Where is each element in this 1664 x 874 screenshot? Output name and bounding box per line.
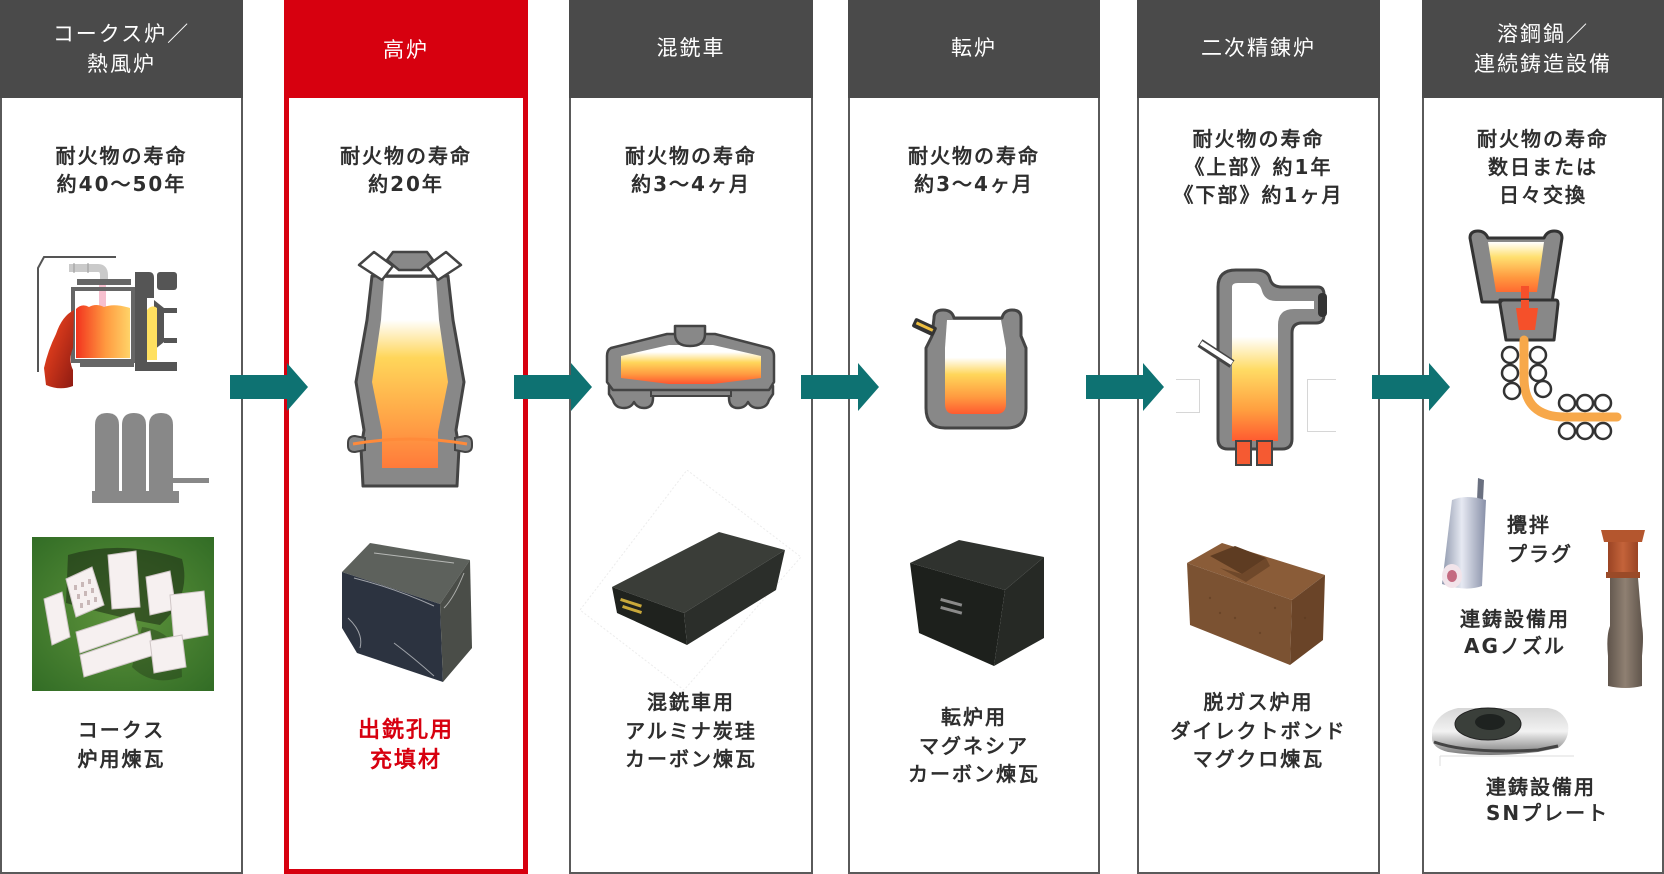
ladle-continuous-caster-icon xyxy=(1460,228,1625,444)
refractory-lifespan: 耐火物の寿命 約40～50年 xyxy=(0,142,243,198)
arrow-right-icon xyxy=(801,363,879,415)
product-label-line: 連鋳設備用 xyxy=(1460,607,1570,631)
product-label: 脱ガス炉用 ダイレクトボンド マグクロ煉瓦 xyxy=(1137,688,1380,774)
product-label-line: ダイレクトボンド xyxy=(1170,718,1347,743)
arrow-right-icon xyxy=(230,363,308,415)
product-label-line: 連鋳設備用 xyxy=(1486,775,1596,799)
stage-column-converter xyxy=(848,0,1100,874)
stage-title: 混銑車 xyxy=(569,33,813,63)
stage-title-line: コークス炉／ xyxy=(52,22,191,46)
lifespan-line: 耐火物の寿命 xyxy=(1192,127,1325,151)
product-label-line: 混銑車用 xyxy=(647,690,735,714)
lifespan-line: 数日または xyxy=(1488,155,1598,179)
taphole-filler-photo xyxy=(334,538,476,688)
gauge-box-decoration xyxy=(1176,379,1200,413)
stage-title-line: 混銑車 xyxy=(656,36,726,60)
stage-title: 高炉 xyxy=(284,35,528,65)
lifespan-line: 耐火物の寿命 xyxy=(340,144,472,168)
lifespan-line: 耐火物の寿命 xyxy=(55,144,188,168)
stage-header-bg-highlight xyxy=(284,0,528,98)
stage-title: コークス炉／ 熱風炉 xyxy=(0,19,243,79)
arrow-right-icon xyxy=(514,363,592,415)
blast-furnace-icon xyxy=(345,250,475,490)
rh-degasser-icon xyxy=(1190,265,1330,470)
stage-header-bg xyxy=(848,0,1100,98)
product-label-line: 出銑孔用 xyxy=(357,718,454,743)
product-label-line: アルミナ炭珪 xyxy=(625,718,757,743)
gauge-box-decoration xyxy=(1307,379,1336,432)
refractory-lifespan: 耐火物の寿命 約3～4ヶ月 xyxy=(848,142,1100,198)
product-label-line: 脱ガス炉用 xyxy=(1203,690,1314,714)
lifespan-line: 《上部》約1年 xyxy=(1184,155,1333,179)
product-label-line: コークス xyxy=(77,718,166,742)
refractory-lifespan: 耐火物の寿命 《上部》約1年 《下部》約1ヶ月 xyxy=(1137,125,1380,209)
product-label-stirring-plug: 攪拌 プラグ xyxy=(1507,511,1573,569)
stage-header-bg xyxy=(0,0,243,98)
lifespan-line: 耐火物の寿命 xyxy=(908,144,1040,168)
product-label-line: カーボン煉瓦 xyxy=(625,747,757,771)
product-label-line: 攪拌 xyxy=(1507,513,1551,537)
coke-oven-icon xyxy=(36,250,182,392)
coke-oven-bricks-photo xyxy=(32,537,214,691)
lifespan-line: 日々交換 xyxy=(1499,183,1587,207)
product-label-line: マグクロ煉瓦 xyxy=(1192,747,1325,771)
hot-stove-icon xyxy=(92,411,214,505)
stage-column-coke-oven xyxy=(0,0,243,874)
product-label: 転炉用 マグネシア カーボン煉瓦 xyxy=(848,703,1100,789)
stage-header-bg xyxy=(1137,0,1380,98)
stage-title-line: 溶鋼鍋／ xyxy=(1497,22,1589,46)
ag-nozzle-photo xyxy=(1598,526,1648,692)
product-label-highlight: 出銑孔用 充填材 xyxy=(284,716,528,776)
stage-title: 転炉 xyxy=(848,33,1100,63)
alumina-sic-carbon-brick-photo xyxy=(575,470,805,692)
stage-title-line: 高炉 xyxy=(383,38,429,62)
stirring-plug-photo xyxy=(1436,476,1488,594)
lifespan-line: 《下部》約1ヶ月 xyxy=(1173,183,1344,207)
lifespan-line: 約3～4ヶ月 xyxy=(914,172,1034,196)
product-label-line: AGノズル xyxy=(1464,634,1566,658)
product-label-line: マグネシア xyxy=(919,733,1029,758)
stage-column-torpedo-car xyxy=(569,0,813,874)
product-label-line: 充填材 xyxy=(369,748,442,773)
refractory-lifespan: 耐火物の寿命 約3～4ヶ月 xyxy=(569,142,813,198)
product-label-line: SNプレート xyxy=(1486,801,1610,825)
stage-title: 溶鋼鍋／ 連続鋳造設備 xyxy=(1422,19,1664,79)
stage-title-line: 二次精錬炉 xyxy=(1201,36,1316,60)
product-label-line: プラグ xyxy=(1507,542,1573,566)
arrow-right-icon xyxy=(1086,363,1164,415)
stage-header-bg xyxy=(1422,0,1664,98)
arrow-right-icon xyxy=(1372,363,1450,415)
sn-plate-photo xyxy=(1428,700,1574,768)
direct-bond-magchrome-brick-photo xyxy=(1180,538,1330,670)
product-label-line: カーボン煉瓦 xyxy=(908,762,1040,786)
lifespan-line: 約20年 xyxy=(368,172,444,196)
stage-header-bg xyxy=(569,0,813,98)
stage-title-line: 転炉 xyxy=(951,36,997,60)
converter-icon xyxy=(912,308,1032,432)
refractory-lifespan: 耐火物の寿命 数日または 日々交換 xyxy=(1422,125,1664,209)
stage-title-line: 熱風炉 xyxy=(87,52,156,76)
lifespan-line: 約40～50年 xyxy=(56,172,187,196)
product-label: 混銑車用 アルミナ炭珪 カーボン煉瓦 xyxy=(569,688,813,774)
product-label-ag-nozzle: 連鋳設備用 AGノズル xyxy=(1440,606,1590,660)
magnesia-carbon-brick-photo xyxy=(898,528,1054,672)
stage-title-line: 連続鋳造設備 xyxy=(1474,52,1612,76)
product-label-line: 転炉用 xyxy=(941,705,1007,729)
product-label-sn-plate: 連鋳設備用 SNプレート xyxy=(1486,774,1609,826)
lifespan-line: 約3～4ヶ月 xyxy=(631,172,751,196)
product-label: コークス 炉用煉瓦 xyxy=(0,716,243,774)
product-label-line: 炉用煉瓦 xyxy=(77,747,166,771)
lifespan-line: 耐火物の寿命 xyxy=(1477,127,1609,151)
stage-title: 二次精錬炉 xyxy=(1137,33,1380,63)
lifespan-line: 耐火物の寿命 xyxy=(625,144,757,168)
refractory-lifespan: 耐火物の寿命 約20年 xyxy=(284,142,528,198)
torpedo-car-icon xyxy=(603,316,779,414)
